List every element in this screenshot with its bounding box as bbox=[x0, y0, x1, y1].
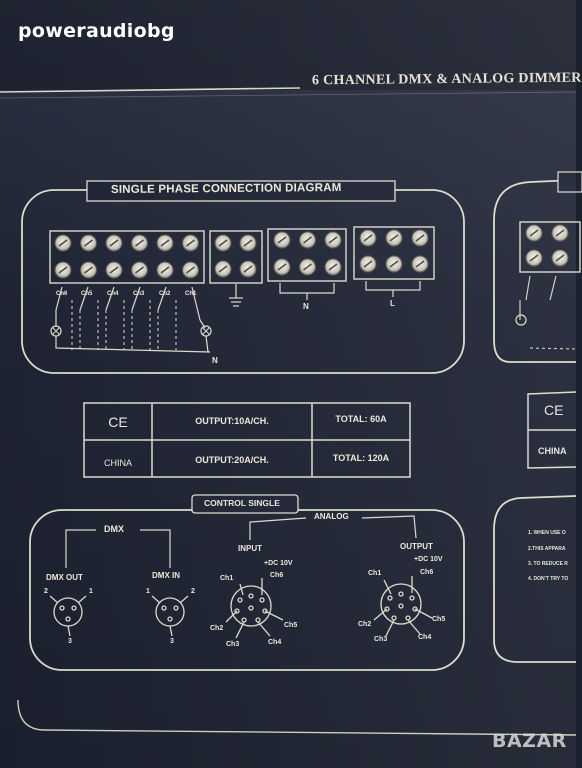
analog-group-label: ANALOG bbox=[314, 512, 349, 521]
dmx-in-pin-1: 1 bbox=[146, 588, 150, 595]
spec-output-ce: OUTPUT:10A/CH. bbox=[195, 416, 269, 426]
right-spec-china: CHINA bbox=[538, 446, 567, 456]
neutral-group-label: N bbox=[303, 302, 309, 311]
input-dc-label: +DC 10V bbox=[264, 560, 293, 567]
control-title: CONTROL SINGLE bbox=[204, 498, 280, 508]
output-pin-ch1: Ch1 bbox=[368, 570, 382, 577]
output-pin-ch6: Ch6 bbox=[420, 569, 434, 576]
warning-line-1: 1. WHEN USE O bbox=[528, 530, 566, 536]
warning-line-2: 2.THIS APPARA bbox=[528, 546, 566, 552]
input-pin-ch3: Ch3 bbox=[226, 641, 240, 648]
input-pin-ch4: Ch4 bbox=[268, 639, 282, 646]
spec-region-ce: CE bbox=[108, 414, 128, 430]
dmx-group-label: DMX bbox=[104, 524, 124, 534]
channel-label-ch2: Ch2 bbox=[159, 291, 171, 297]
analog-input-label: INPUT bbox=[238, 544, 262, 553]
spec-region-china: CHINA bbox=[103, 458, 132, 468]
right-spec-ce: CE bbox=[544, 402, 564, 418]
analog-output-label: OUTPUT bbox=[400, 542, 433, 551]
channel-label-ch6: Ch6 bbox=[56, 291, 68, 297]
input-pin-ch5: Ch5 bbox=[284, 622, 298, 629]
output-pin-ch4: Ch4 bbox=[418, 634, 432, 641]
dmx-out-pin-1: 1 bbox=[89, 588, 93, 595]
input-pin-ch1: Ch1 bbox=[220, 575, 234, 582]
spec-total-china: TOTAL: 120A bbox=[332, 453, 390, 463]
connection-diagram-title: SINGLE PHASE CONNECTION DIAGRAM bbox=[110, 181, 342, 197]
dmx-out-label: DMX OUT bbox=[46, 573, 83, 582]
channel-label-ch1: Ch1 bbox=[185, 291, 197, 297]
channel-label-ch3: Ch3 bbox=[133, 291, 145, 297]
warning-line-4: 4. DON'T TRY TO bbox=[528, 576, 569, 582]
output-pin-ch3: Ch3 bbox=[374, 636, 388, 643]
output-pin-ch2: Ch2 bbox=[358, 621, 372, 628]
line-group-label: L bbox=[390, 299, 395, 308]
spec-total-ce: TOTAL: 60A bbox=[335, 414, 387, 424]
panel-title: 6 CHANNEL DMX & ANALOG DIMMER bbox=[311, 70, 582, 89]
dmx-in-pin-3: 3 bbox=[170, 638, 174, 645]
neutral-bottom-label: N bbox=[212, 356, 218, 365]
channel-label-ch5: Ch5 bbox=[81, 291, 93, 297]
channel-label-ch4: Ch4 bbox=[107, 291, 119, 297]
watermark-site-name: poweraudiobg bbox=[18, 20, 175, 42]
bazar-logo: BAZAR bbox=[492, 730, 567, 752]
input-pin-ch2: Ch2 bbox=[210, 625, 224, 632]
dmx-in-label: DMX IN bbox=[152, 571, 180, 580]
dmx-out-pin-3: 3 bbox=[68, 638, 72, 645]
dmx-in-pin-2: 2 bbox=[191, 588, 195, 595]
output-pin-ch5: Ch5 bbox=[432, 616, 446, 623]
spec-output-china: OUTPUT:20A/CH. bbox=[195, 455, 269, 465]
output-dc-label: +DC 10V bbox=[414, 556, 443, 563]
input-pin-ch6: Ch6 bbox=[270, 572, 284, 579]
warning-line-3: 3. TO REDUCE R bbox=[528, 561, 568, 567]
dmx-out-pin-2: 2 bbox=[44, 588, 48, 595]
